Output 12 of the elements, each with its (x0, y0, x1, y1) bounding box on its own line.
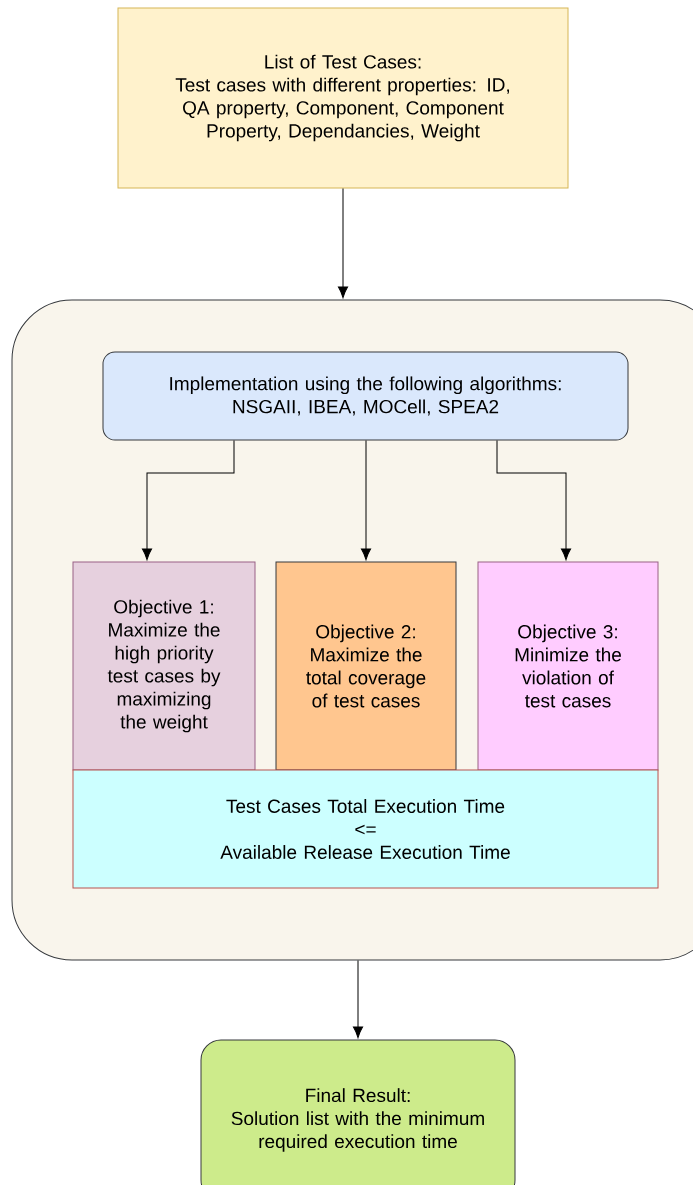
objective-box: Objective 3: Minimize the violation of test cases (477, 561, 659, 771)
objective-box: Objective 1: Maximize the high priority test cases by maximizing the weight (72, 561, 256, 771)
arrow (496, 440, 572, 561)
result-box: Final Result: Solution list with the minimum required execution time (200, 1039, 516, 1185)
arrow (141, 440, 235, 561)
arrow (352, 960, 364, 1039)
arrow (337, 188, 349, 299)
objective-box: Objective 2: Maximize the total coverage of test cases (275, 561, 457, 771)
constraint-box: Test Cases Total Execution Time <= Available Release Execution Time (72, 769, 659, 889)
arrow (360, 440, 372, 561)
process-box: List of Test Cases: Test cases with different properties: ID, QA property, Component, Component Property, Dependancies, Weight (117, 7, 569, 189)
process-box: Implementation using the following algorithms: NSGAII, IBEA, MOCell, SPEA2 (102, 351, 629, 441)
